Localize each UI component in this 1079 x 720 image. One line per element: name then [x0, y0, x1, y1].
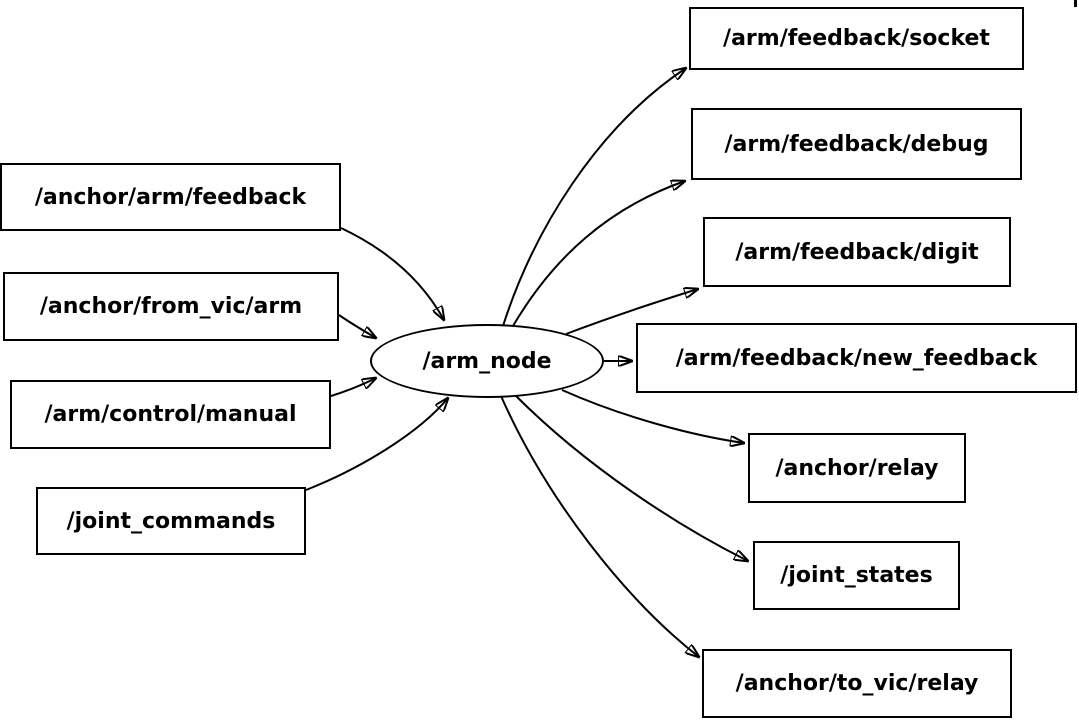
- topic-label: /joint_states: [780, 563, 933, 588]
- topic-label: /arm/feedback/new_feedback: [675, 345, 1038, 371]
- topic-box-arm-control-manual: /arm/control/manual: [10, 380, 331, 449]
- node-label: /arm_node: [422, 348, 552, 374]
- topic-box-arm-feedback-new-feedback: /arm/feedback/new_feedback: [636, 323, 1077, 393]
- edge-arm-control-manual-to-arm-node: [330, 378, 376, 397]
- topic-box-joint-states: /joint_states: [753, 541, 960, 610]
- topic-box-arm-feedback-digit: /arm/feedback/digit: [703, 217, 1011, 287]
- topic-label: /arm/control/manual: [44, 402, 297, 427]
- topic-box-arm-feedback-debug: /arm/feedback/debug: [691, 108, 1022, 180]
- topic-label: /anchor/to_vic/relay: [735, 671, 979, 696]
- topic-box-arm-feedback-socket: /arm/feedback/socket: [689, 7, 1024, 70]
- corner-artifact: [1074, 0, 1077, 7]
- edge-arm-node-to-anchor-relay: [561, 389, 744, 443]
- topic-label: /arm/feedback/debug: [724, 131, 989, 157]
- topic-box-anchor-from-vic-arm: /anchor/from_vic/arm: [3, 272, 339, 341]
- edge-anchor-from-vic-arm-to-arm-node: [338, 314, 376, 338]
- topic-label: /anchor/arm/feedback: [34, 184, 307, 210]
- edge-arm-node-to-joint-states: [514, 394, 748, 561]
- topic-box-joint-commands: /joint_commands: [36, 487, 306, 555]
- topic-label: /anchor/from_vic/arm: [39, 294, 303, 319]
- topic-box-anchor-arm-feedback: /anchor/arm/feedback: [0, 163, 341, 231]
- topic-box-anchor-relay: /anchor/relay: [748, 433, 966, 503]
- edge-anchor-arm-feedback-to-arm-node: [340, 227, 444, 320]
- arm-node-ellipse: /arm_node: [370, 324, 604, 398]
- edge-arm-node-to-arm-feedback-socket: [502, 68, 686, 327]
- edge-arm-node-to-anchor-to-vic-relay: [500, 395, 699, 657]
- topic-label: /arm/feedback/digit: [735, 239, 979, 265]
- topic-label: /anchor/relay: [775, 455, 939, 481]
- topic-label: /joint_commands: [66, 508, 276, 534]
- edge-arm-node-to-arm-feedback-debug: [512, 181, 685, 327]
- topic-label: /arm/feedback/socket: [723, 26, 990, 51]
- topic-box-anchor-to-vic-relay: /anchor/to_vic/relay: [702, 649, 1012, 718]
